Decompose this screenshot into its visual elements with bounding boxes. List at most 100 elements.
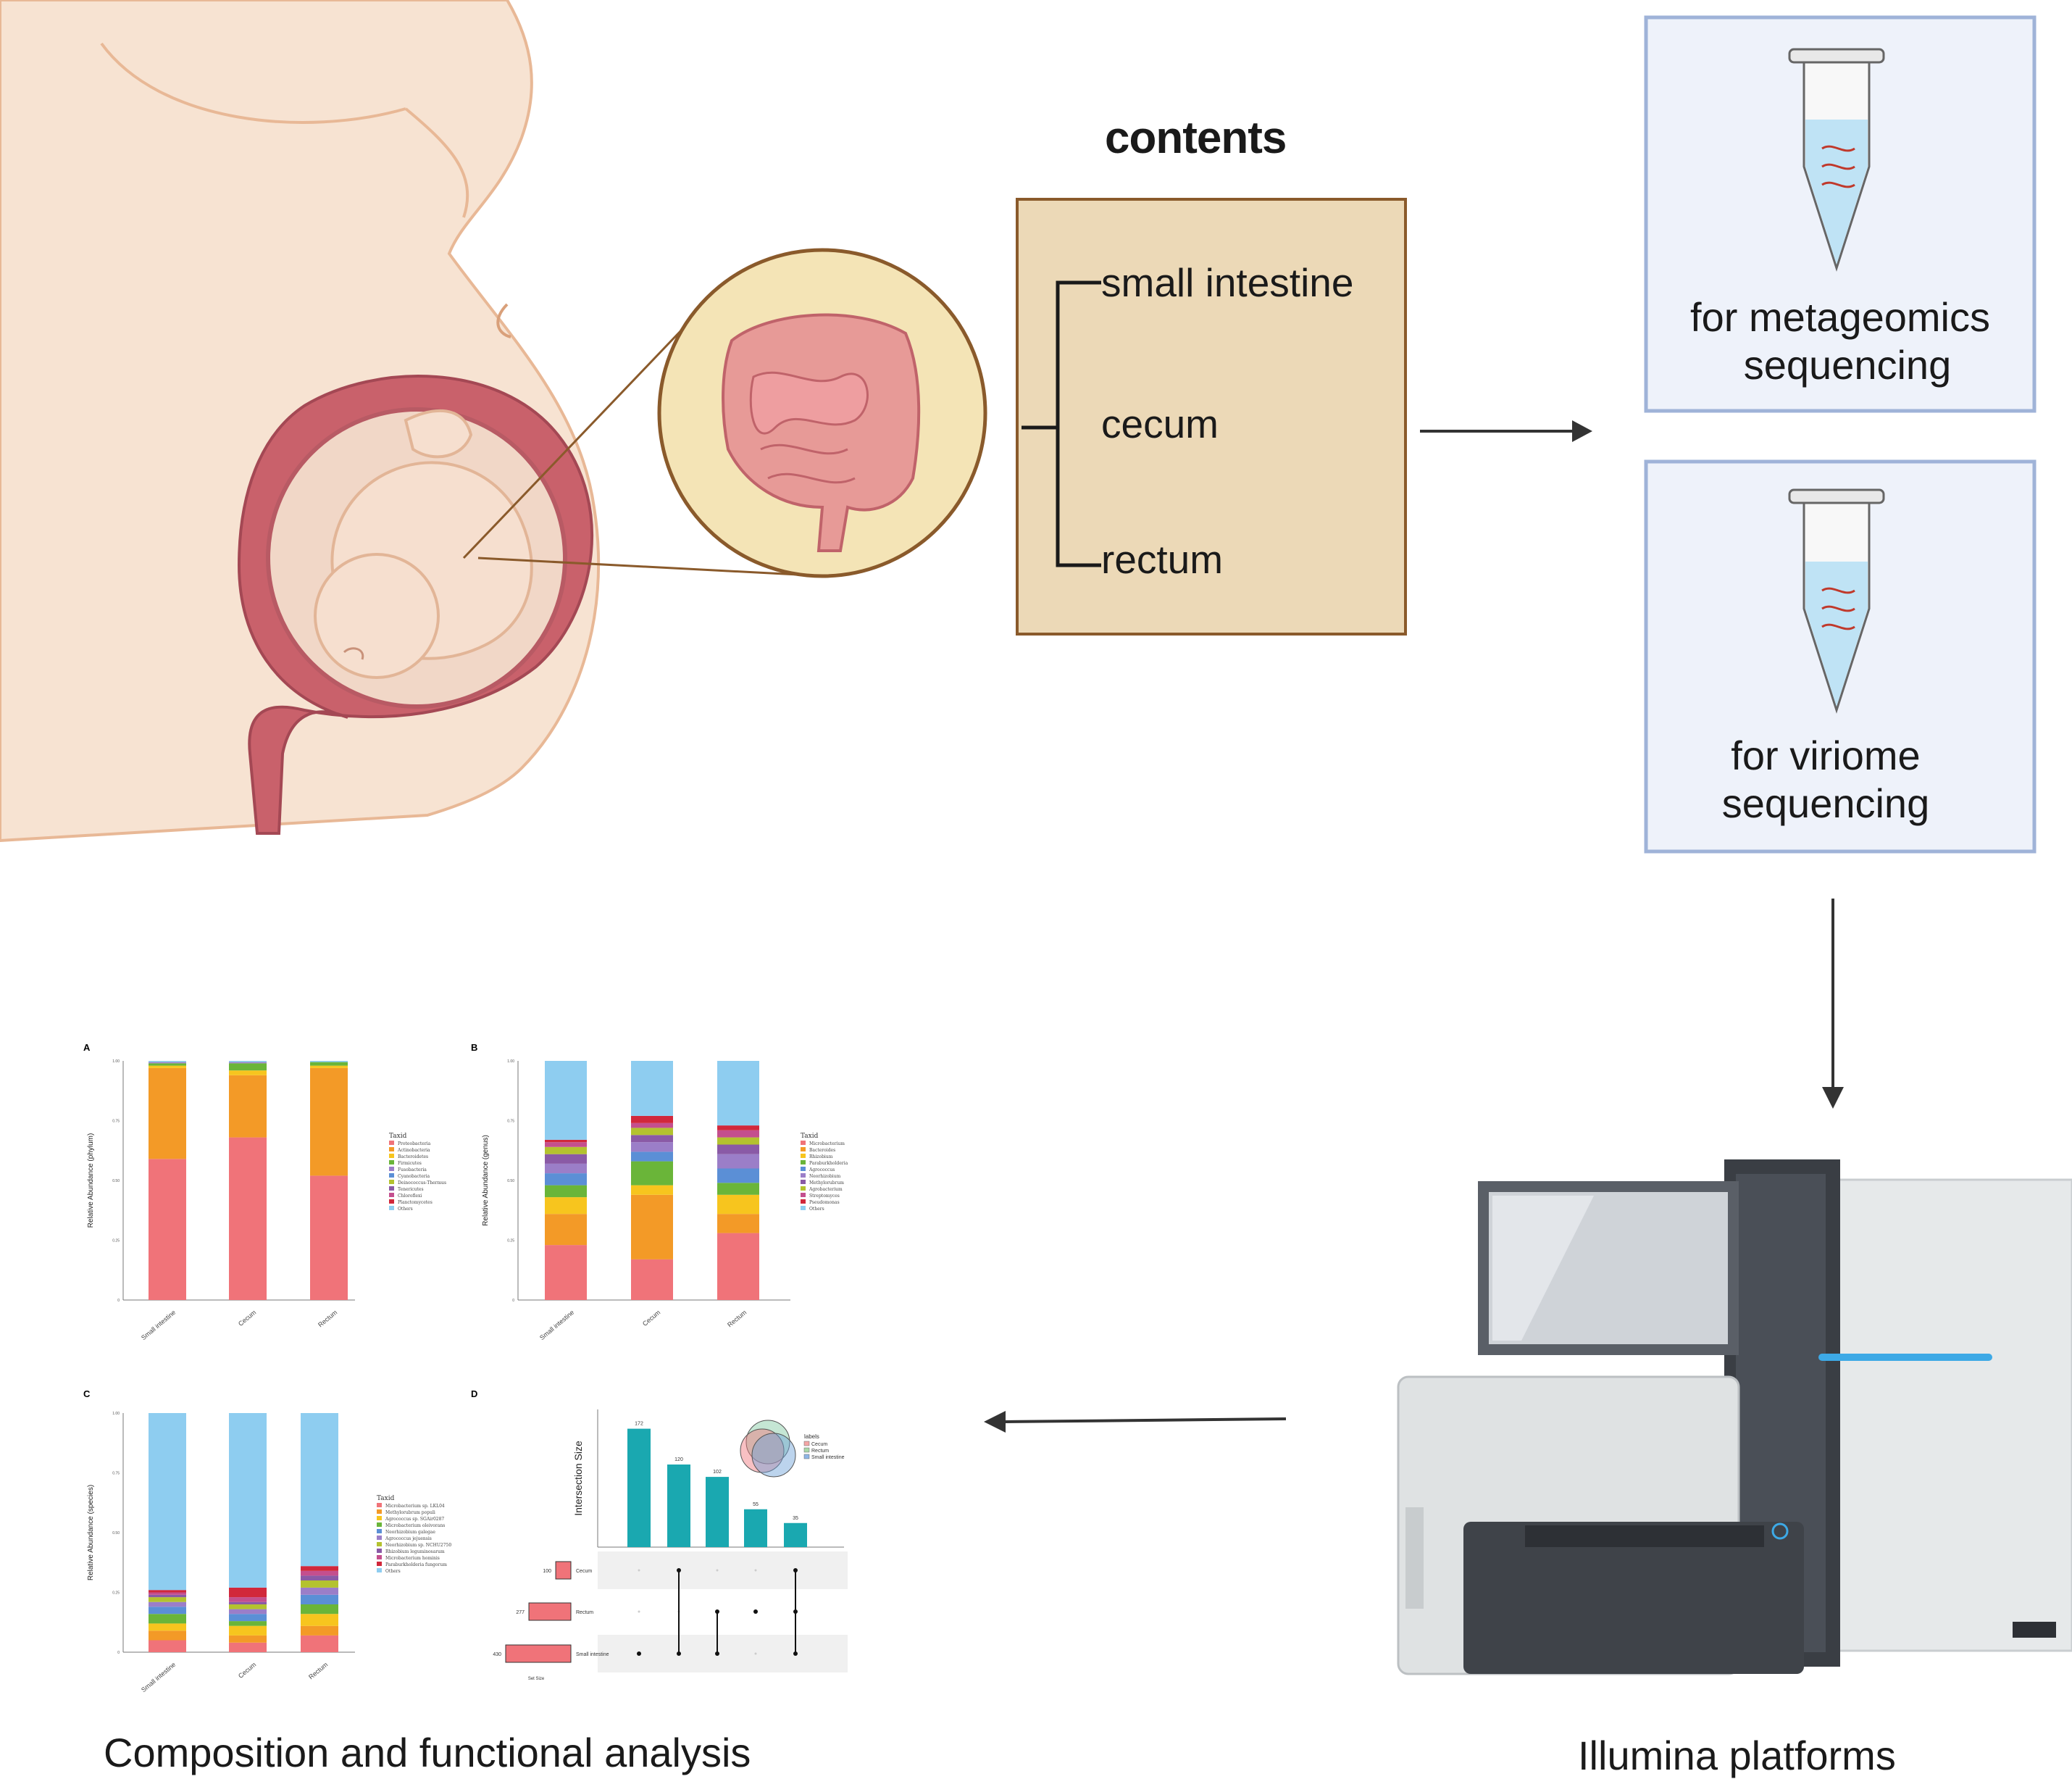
x-tick-label: Cecum [237,1309,257,1328]
intersection-bar [744,1509,767,1547]
y-tick-label: 0.50 [507,1179,514,1183]
legend-entry: Cyanobacteria [398,1174,430,1179]
intersection-count: 35 [793,1516,798,1521]
matrix-dot [754,1652,757,1655]
bar-segment [229,1614,267,1622]
legend-swatch [389,1167,394,1171]
contents-box [1016,198,1407,636]
tube-icon-metagenomics [1788,48,1885,272]
set-size-value: 100 [543,1569,551,1574]
bar-segment [149,1067,186,1159]
legend-entry: Firmicutes [398,1161,422,1166]
venn-legend-entry: Small intestine [811,1455,845,1460]
bar-segment [149,1630,186,1641]
bar-segment [149,1061,186,1062]
venn-legend-swatch [803,1441,810,1446]
y-axis-label-A: Relative Abundance (phylum) [87,1133,95,1228]
bar-segment [301,1594,338,1604]
bar-segment [229,1075,267,1138]
legend-entry: Fusobacteria [398,1167,427,1172]
legend-swatch [389,1186,394,1191]
legend-entry: Pseudomonas [809,1200,840,1205]
legend-entry: Deinococcus-Thermus [398,1180,446,1186]
sequencer-illustration [1397,1159,2072,1675]
x-tick-label: Cecum [237,1661,257,1680]
matrix-dot [716,1569,719,1572]
bar-segment [717,1125,759,1130]
bar-segment [717,1130,759,1138]
x-tick-label: Rectum [307,1661,329,1681]
legend-swatch [377,1536,382,1540]
y-tick-label: 0.50 [112,1531,120,1536]
bar-segment [545,1061,587,1140]
bar-segment [545,1146,587,1154]
bar-segment [149,1065,186,1068]
contents-item-rectum: rectum [1101,537,1224,582]
y-axis-label-B: Relative Abundance (genus) [482,1135,490,1226]
matrix-row-band [598,1551,848,1589]
bar-segment [149,1592,186,1595]
legend-entry: Agrobacterium [809,1187,843,1192]
bar-segment [717,1154,759,1169]
virome-label-line2: sequencing [1721,780,1930,826]
bar-segment [149,1062,186,1064]
legend-swatch [801,1173,806,1178]
set-size-bar [555,1561,572,1580]
x-tick-label: Small intestine [140,1309,177,1341]
y-tick-label: 0.25 [507,1239,514,1243]
legend-swatch [389,1180,394,1184]
bar-segment [229,1635,267,1643]
panel-letter-a: A [83,1042,91,1053]
legend-swatch [377,1568,382,1572]
matrix-dot [754,1569,757,1572]
legend-entry: Microbacterium sp. LKL04 [385,1504,445,1509]
bar-segment [631,1151,673,1162]
venn-circle [745,1420,790,1465]
arrow-to-sequencing [1420,420,1592,442]
y-tick-label: 0.75 [112,1120,120,1124]
bar-segment [301,1635,338,1652]
y-tick-label: 0.50 [112,1179,120,1183]
legend-entry: Proteobacteria [398,1141,431,1146]
legend-swatch [377,1509,382,1514]
bar-segment [631,1185,673,1195]
intersection-bar [627,1428,651,1547]
legend-swatch [377,1522,382,1527]
legend-entry: Rhizobium [809,1154,833,1159]
legend-swatch [389,1160,394,1165]
intersection-count: 102 [713,1470,722,1475]
legend-entry: Bacteroidetes [398,1154,428,1159]
venn-legend-swatch [803,1447,810,1453]
legend-entry: Microbacterium [809,1141,845,1146]
legend-swatch [801,1186,806,1191]
bar-segment [229,1063,267,1071]
bar-segment [545,1142,587,1147]
y-tick-label: 0 [117,1651,120,1655]
venn-circle [751,1433,796,1478]
bar-segment [631,1259,673,1300]
set-name: Rectum [576,1610,593,1615]
legend-title: Taxid [801,1133,819,1140]
intersection-count: 172 [635,1422,643,1427]
y-axis-label-C: Relative Abundance (species) [87,1485,95,1580]
bar-segment [229,1597,267,1602]
bar-segment [149,1607,186,1615]
matrix-dot [753,1609,758,1614]
upset-y-label: Intersection Size [572,1441,584,1516]
arrow-to-platform [1822,899,1844,1109]
legend-entry: Neorhizobium galegae [385,1530,435,1535]
legend-entry: Microbacterium oleivorans [385,1523,445,1528]
legend-title: Taxid [377,1495,395,1502]
zoom-line-bottom [477,557,827,578]
legend-swatch [801,1180,806,1184]
bar-segment [545,1154,587,1164]
legend-entry: Agrococcus [809,1167,835,1172]
legend-entry: Paraburkholderia [809,1161,848,1166]
metagenomics-label-line1: for metageomics [1690,294,1990,340]
venn-legend-entry: Cecum [811,1442,827,1447]
legend-swatch [377,1529,382,1533]
bar-segment [545,1163,587,1174]
y-tick-label: 0.25 [112,1239,120,1243]
